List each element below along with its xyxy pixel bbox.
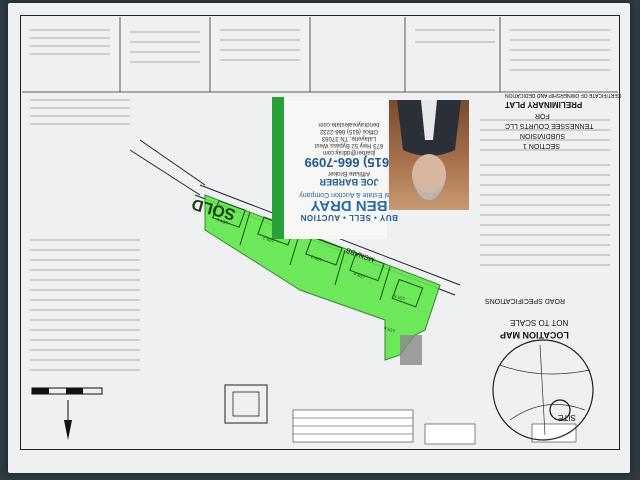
location-map-sub: NOT TO SCALE — [510, 318, 569, 327]
plat-client: TENNESSEE COURTS LLC — [505, 122, 594, 129]
plat-section: SECTION 1 — [523, 142, 560, 149]
site-label: SITE — [558, 413, 576, 422]
lot-label: LOT 2 — [262, 235, 275, 244]
agent-portrait — [397, 100, 461, 200]
location-map-title: LOCATION MAP — [500, 330, 569, 340]
card-brand-prefix: BEN — [355, 197, 388, 214]
site-marker — [549, 399, 571, 421]
lot-divisions — [212, 200, 424, 308]
plat-subdivision: SUBDIVISION — [520, 132, 566, 139]
title-block — [22, 17, 618, 93]
detail-box — [224, 384, 268, 424]
plat-border — [20, 15, 620, 450]
card-brand: DRAY — [310, 197, 352, 214]
hatched-area — [400, 335, 422, 365]
road-spec: ROAD SPECIFICATIONS — [485, 297, 565, 304]
lot-label: LOT 5 — [393, 293, 406, 302]
lot-label: LOT 3 — [310, 254, 323, 263]
certificate: CERTIFICATE OF OWNERSHIP AND DEDICATION — [505, 92, 622, 98]
data-tables — [292, 409, 577, 445]
lot-label: LOT 6 — [383, 325, 396, 334]
plat-for: FOR — [535, 112, 550, 119]
location-map — [492, 339, 594, 441]
scale-bar — [31, 387, 103, 440]
fine-print — [30, 29, 610, 371]
lot-label: LOT 4 — [353, 271, 366, 280]
agent-photo — [389, 100, 469, 210]
card-tagline: BUY • SELL • AUCTION — [300, 213, 398, 222]
lot-label: LOT 1 — [216, 217, 229, 226]
plat-title: PRELIMINARY PLAT — [505, 100, 583, 109]
business-card — [272, 97, 387, 239]
